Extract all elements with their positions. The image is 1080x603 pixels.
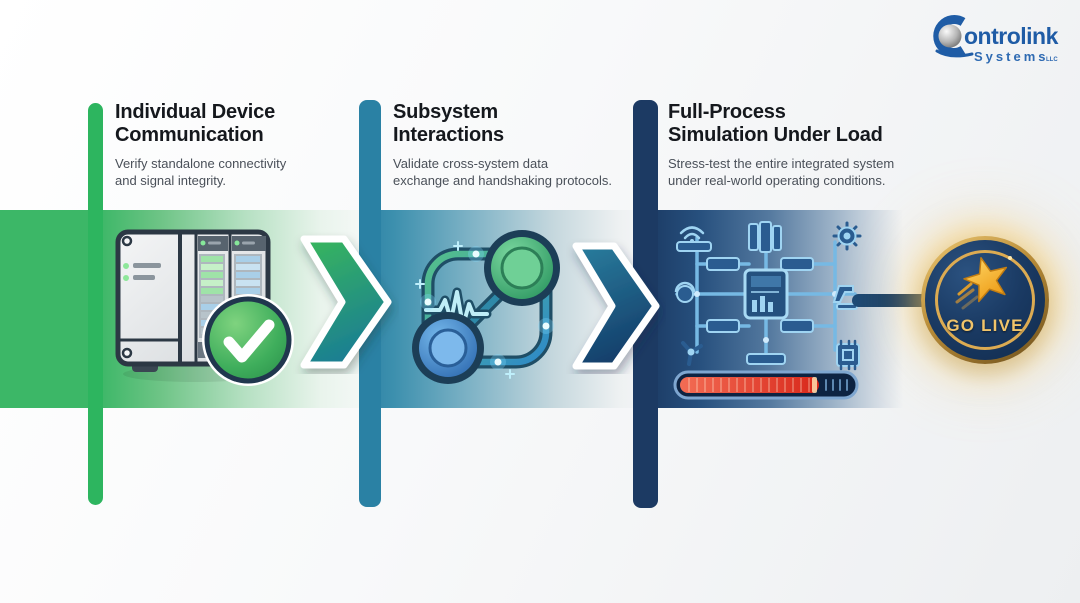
stage3-title: Full-Process Simulation Under Load (668, 101, 923, 147)
controlink-logo-art: ontrolink Systems LLC (933, 15, 1059, 64)
stage2-title-line1: Subsystem (393, 101, 498, 123)
stage2-text-block: Subsystem Interactions Validate cross-sy… (393, 101, 623, 189)
stage2-description: Validate cross-system data exchange and … (393, 155, 623, 189)
logo-swoosh (935, 49, 974, 58)
stage1-accent-bar (88, 103, 103, 505)
gear-glyph (832, 221, 862, 251)
go-live-badge-face: GO LIVE (925, 240, 1045, 360)
stage1-title-line2: Communication (115, 124, 264, 146)
stage3-desc-line1: Stress-test the entire integrated system (668, 156, 895, 171)
stage3-desc-line2: under real-world operating conditions. (668, 173, 886, 188)
system-network-load-icon (673, 221, 862, 400)
connected-nodes-icon (412, 230, 560, 384)
stage1-desc-line1: Verify standalone connectivity (115, 156, 287, 171)
logo-text-sub: Systems (974, 49, 1048, 64)
shooting-star-icon (955, 256, 1012, 310)
stage3-title-line1: Full-Process (668, 101, 786, 123)
green-node (484, 230, 560, 306)
chevron-right-icon-2 (572, 242, 660, 370)
blue-node (412, 312, 484, 384)
stage2-desc-line2: exchange and handshaking protocols. (393, 173, 612, 188)
logo-c-arc (933, 15, 966, 57)
stage2-title-line2: Interactions (393, 124, 504, 146)
logo-text-main: ontrolink (964, 23, 1059, 49)
central-controller (743, 268, 789, 320)
stage2-desc-line1: Validate cross-system data (393, 156, 549, 171)
stage3-title-line2: Simulation Under Load (668, 124, 883, 146)
stage1-desc-line2: and signal integrity. (115, 173, 227, 188)
go-live-label: GO LIVE (946, 316, 1024, 335)
data-packets (415, 241, 554, 379)
controlink-logo: ontrolink Systems LLC (930, 10, 1066, 71)
stage1-title: Individual Device Communication (115, 101, 325, 147)
flow-connector-line (852, 294, 938, 307)
logo-text-llc: LLC (1046, 57, 1058, 63)
plc-device-checkmark-icon (115, 229, 294, 386)
stage3-text-block: Full-Process Simulation Under Load Stres… (668, 101, 923, 189)
stage3-description: Stress-test the entire integrated system… (668, 155, 923, 189)
go-live-gold-ring (935, 250, 1035, 350)
load-progress-bar (673, 370, 859, 400)
logo-sphere (938, 24, 962, 48)
go-live-badge: GO LIVE (921, 236, 1049, 364)
stage2-title: Subsystem Interactions (393, 101, 623, 147)
stage1-text-block: Individual Device Communication Verify s… (115, 101, 325, 189)
stage1-description: Verify standalone connectivity and signa… (115, 155, 325, 189)
chevron-right-icon-1 (300, 235, 392, 369)
checkmark-badge (202, 294, 294, 386)
stage1-title-line1: Individual Device (115, 101, 275, 123)
